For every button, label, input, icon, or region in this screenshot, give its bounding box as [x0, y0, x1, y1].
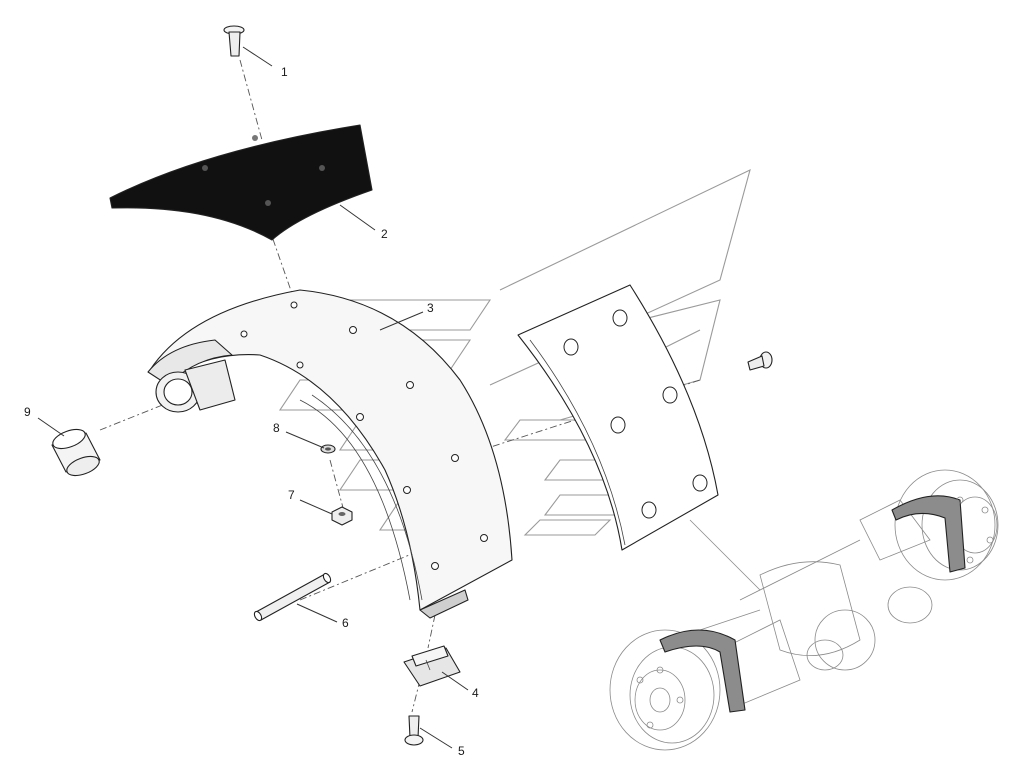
callout-2: 2 — [381, 227, 388, 241]
callout-4: 4 — [472, 686, 479, 700]
callout-8: 8 — [273, 421, 280, 435]
friction-lining-part-2 — [109, 124, 373, 241]
callout-1: 1 — [281, 65, 288, 79]
screw-part-1 — [223, 25, 245, 57]
lining-outline — [517, 284, 719, 551]
bolt-part-5 — [404, 715, 424, 746]
axle-assembly-overview — [609, 469, 999, 751]
callout-5: 5 — [458, 744, 465, 758]
callout-3: 3 — [427, 301, 434, 315]
callout-7: 7 — [288, 488, 295, 502]
washer-part-8 — [320, 444, 336, 454]
brake-shoe-part-3 — [147, 289, 513, 619]
callout-9: 9 — [24, 405, 31, 419]
callout-6: 6 — [342, 616, 349, 630]
pin-part-6 — [253, 572, 332, 622]
leader-lines — [37, 46, 469, 749]
screw-right — [747, 351, 773, 371]
clip-part-4 — [403, 645, 461, 687]
nut-part-7 — [331, 506, 353, 526]
callout-labels: 1 2 3 4 5 6 7 8 9 — [24, 65, 479, 758]
bushing-part-9 — [51, 428, 101, 477]
